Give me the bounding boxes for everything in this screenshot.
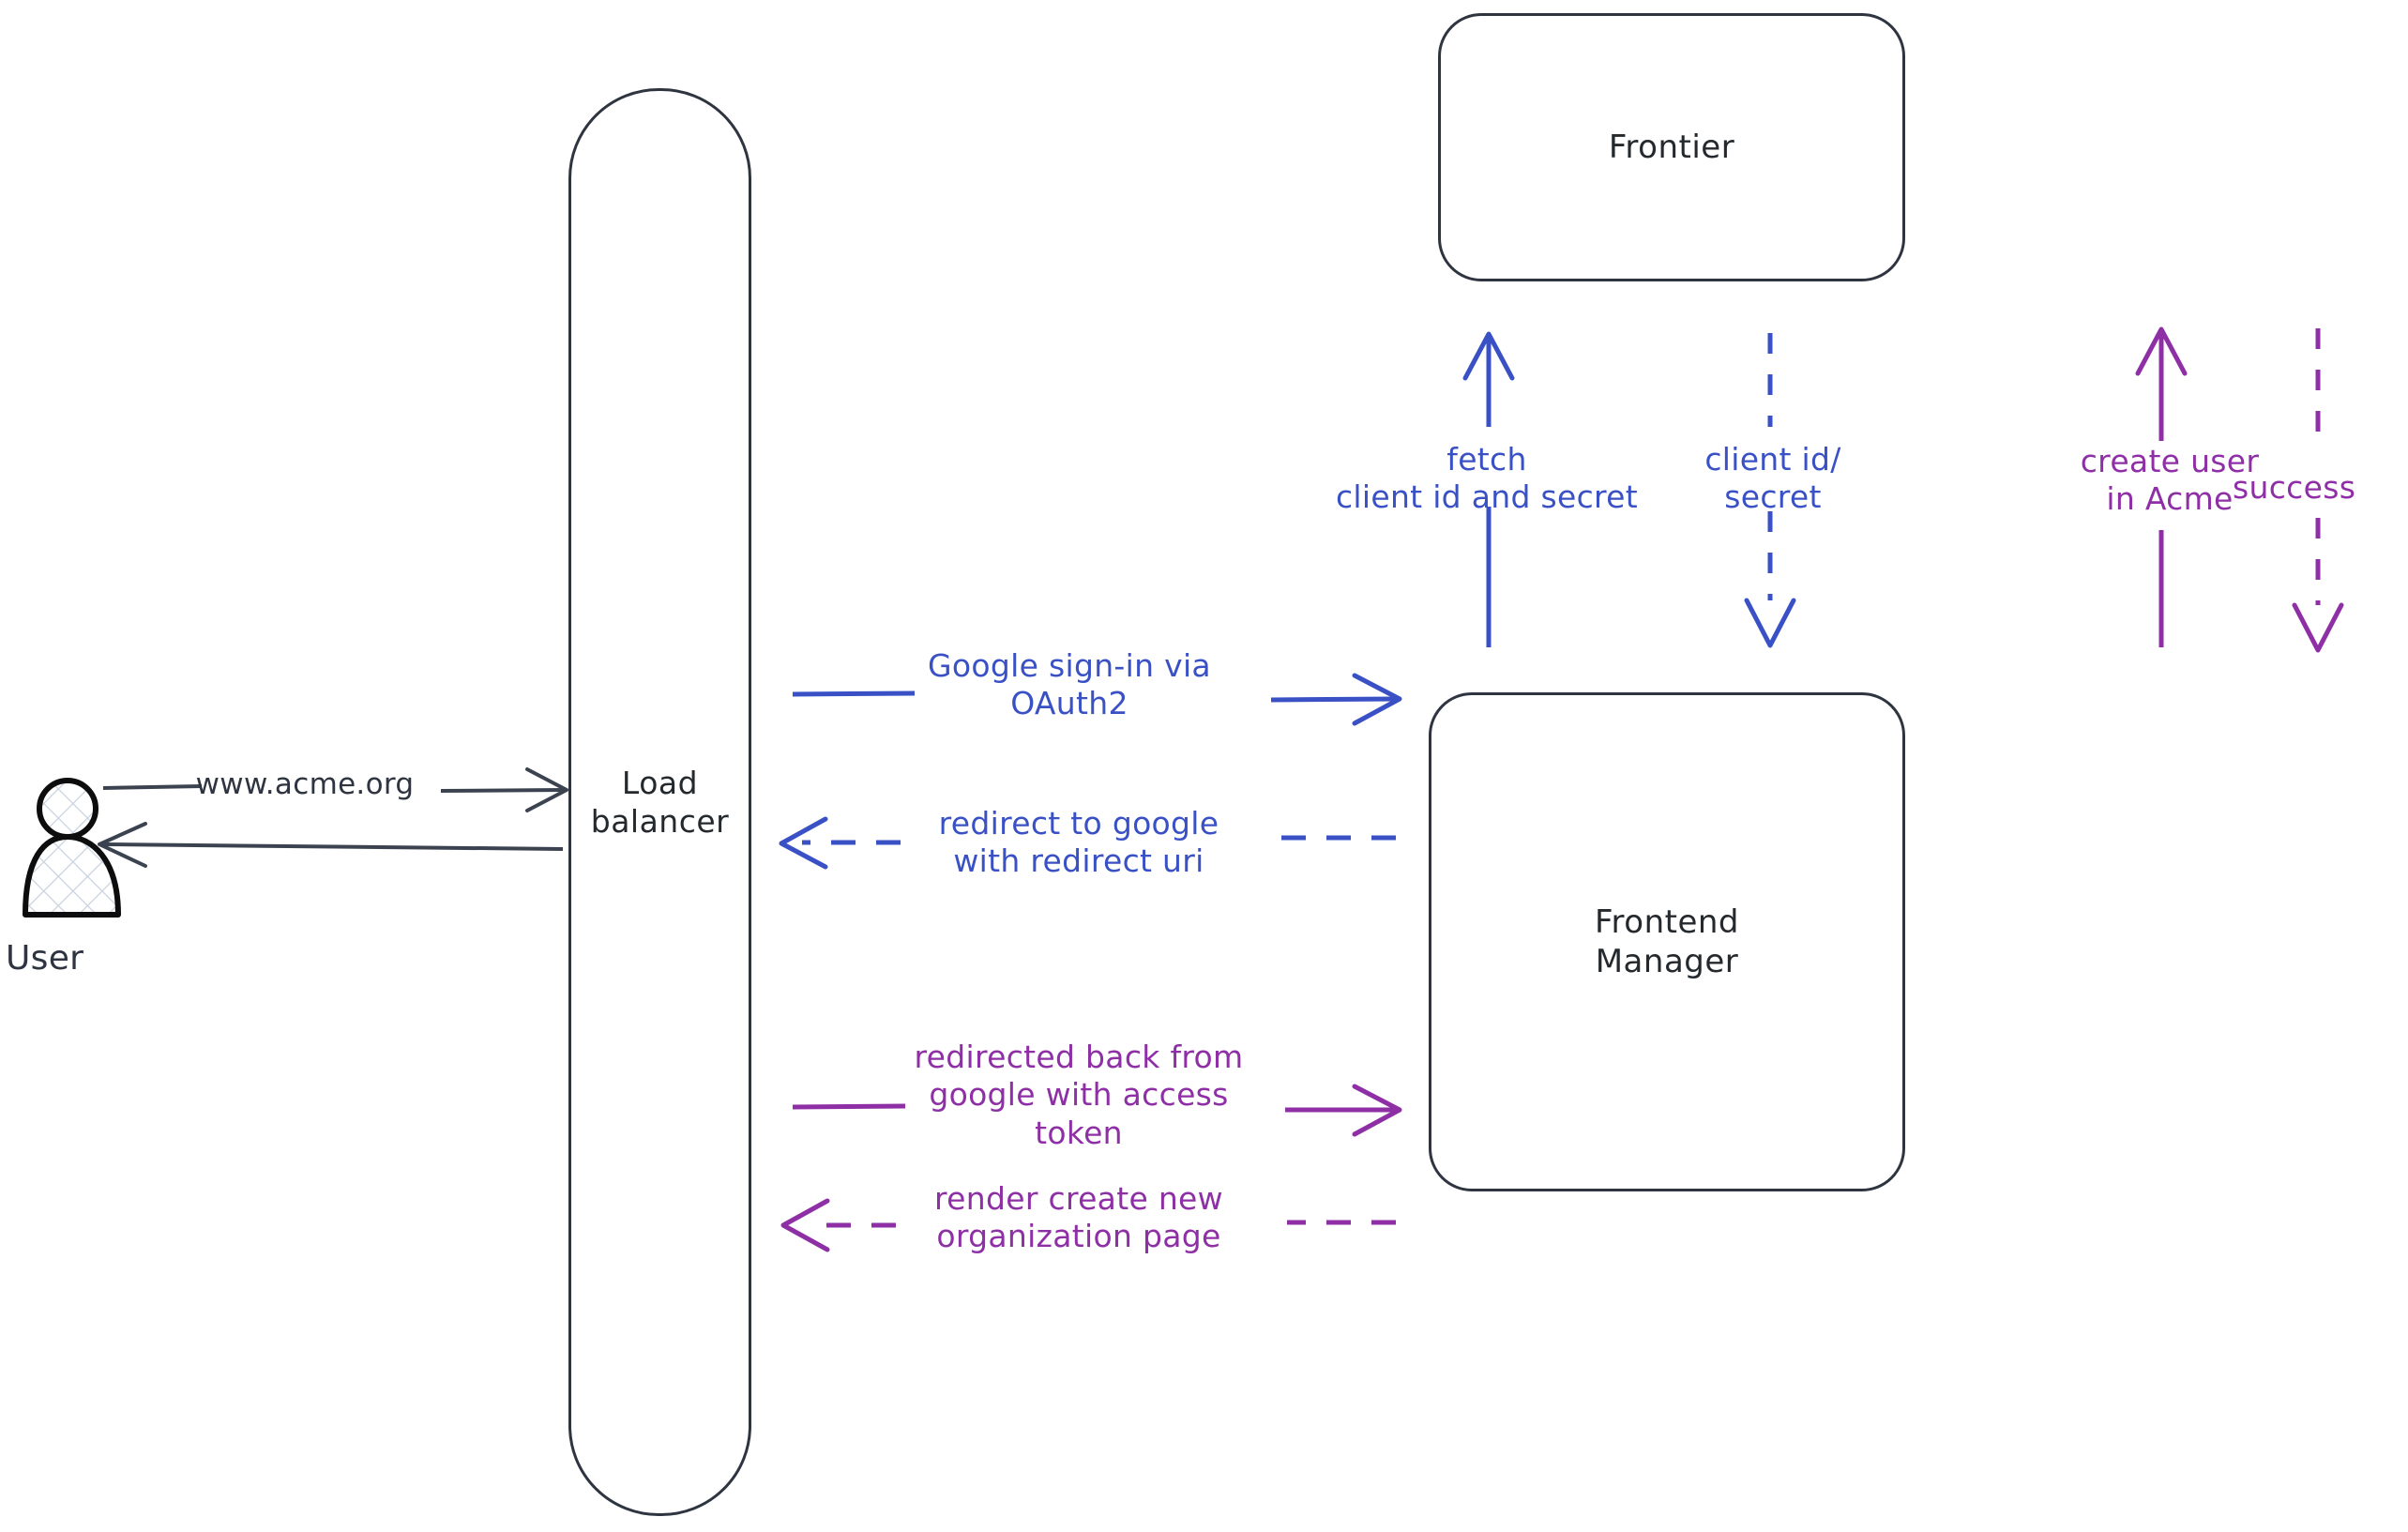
edge-redirected-back-token bbox=[792, 1084, 1402, 1137]
edge-label-www-acme-org: www.acme.org bbox=[195, 767, 415, 801]
edge-user-to-load-balancer bbox=[102, 767, 568, 812]
node-frontend-manager-label: Frontend Manager bbox=[1594, 903, 1740, 981]
edge-label-fetch-client-id-and-secret: fetch client id and secret bbox=[1335, 441, 1639, 516]
edge-create-user-in-acme bbox=[2135, 326, 2188, 647]
edge-render-create-org bbox=[780, 1198, 1396, 1252]
edge-label-success: success bbox=[2233, 469, 2356, 506]
edge-label-google-signin-via-oauth2: Google sign-in via OAuth2 bbox=[928, 647, 1211, 722]
user-actor-icon bbox=[23, 778, 121, 918]
edge-label-render-create-new-organization-page: render create new organization page bbox=[934, 1180, 1223, 1255]
node-frontier-label: Frontier bbox=[1608, 128, 1735, 166]
edge-label-redirect-to-google-with-redirect-uri: redirect to google with redirect uri bbox=[938, 805, 1219, 880]
edge-client-id-secret-response bbox=[1744, 333, 1796, 648]
edge-fetch-client-id-secret bbox=[1462, 331, 1515, 647]
edge-redirect-to-google bbox=[779, 816, 1396, 870]
node-user-label: User bbox=[6, 939, 84, 978]
edge-label-client-id-secret: client id/ secret bbox=[1704, 441, 1841, 516]
node-load-balancer-label: Load balancer bbox=[590, 764, 730, 840]
edge-label-create-user-in-acme: create user in Acme bbox=[2080, 443, 2260, 518]
node-frontend-manager[interactable]: Frontend Manager bbox=[1429, 692, 1905, 1191]
edge-google-signin bbox=[792, 673, 1402, 726]
edge-load-balancer-to-user bbox=[98, 822, 564, 868]
edge-label-redirected-back-from-google-with-access-token: redirected back from google with access … bbox=[914, 1039, 1244, 1151]
node-load-balancer[interactable]: Load balancer bbox=[568, 88, 751, 1516]
edge-success-response bbox=[2292, 328, 2344, 653]
node-frontier[interactable]: Frontier bbox=[1438, 13, 1905, 281]
